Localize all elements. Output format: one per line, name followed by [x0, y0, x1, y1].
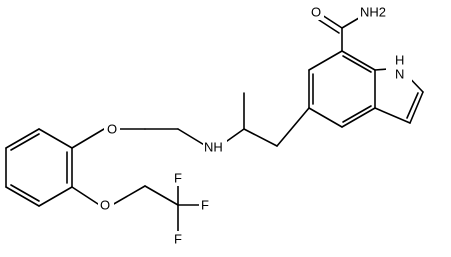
- fluorine-1-text: F: [174, 171, 182, 186]
- ether-oxygen-1-label: O: [104, 121, 120, 137]
- amide-nitrogen-text: NH2: [360, 5, 386, 20]
- trifluoroethoxy-group: [71, 177, 202, 233]
- fluorine-2-text: F: [201, 198, 209, 213]
- phenoxy-benzene-ring: [5, 128, 105, 207]
- amine-nh-text: NH: [204, 140, 223, 155]
- indole-n-text: N: [395, 67, 404, 82]
- amide-oxygen-label: O: [310, 4, 324, 20]
- fluorine-1-label: F: [173, 170, 185, 186]
- propylamine-chain: [119, 92, 310, 147]
- fluorine-2-label: F: [199, 197, 211, 213]
- amide-oxygen-text: O: [311, 5, 321, 20]
- amide-nitrogen-label: NH2: [358, 4, 392, 20]
- indole-nh-label: H N: [386, 53, 412, 84]
- amine-nh-label: NH: [203, 139, 227, 155]
- indole-benzene-ring: [308, 50, 376, 128]
- ether-oxygen-2-text: O: [100, 198, 110, 213]
- indole-h-text: H: [395, 53, 404, 68]
- fluorine-3-text: F: [174, 232, 182, 247]
- ether-oxygen-2-label: O: [98, 197, 114, 213]
- fluorine-3-label: F: [173, 231, 185, 247]
- ether-oxygen-1-text: O: [107, 122, 117, 137]
- carboxamide-group: [318, 14, 365, 52]
